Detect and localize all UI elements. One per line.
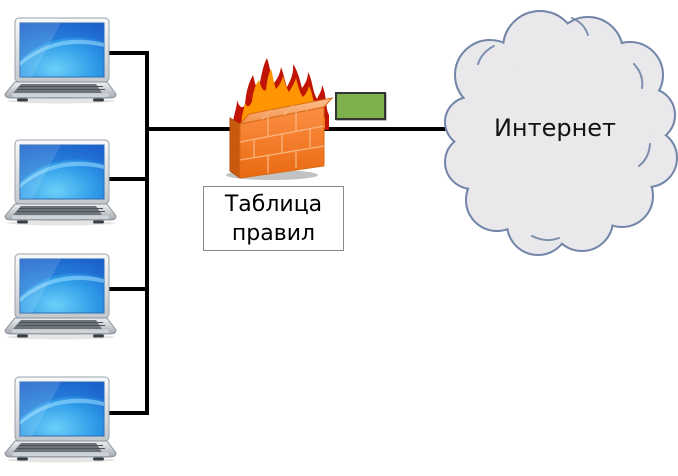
laptop-icon-1	[3, 16, 118, 104]
laptop-3-link	[103, 287, 149, 291]
rules-table-label-line2: правил	[231, 220, 316, 246]
rules-table-label: Таблица правил	[203, 186, 344, 251]
laptop-1-link	[103, 51, 149, 55]
firewall-brick-wall-flames-icon	[222, 54, 334, 180]
laptop-icon-4	[3, 375, 118, 463]
rules-table-label-line1: Таблица	[224, 191, 323, 217]
laptop-2-link	[103, 177, 149, 181]
internet-label: Интернет	[493, 114, 617, 142]
lan-bus-link	[145, 51, 149, 415]
interface-indicator	[335, 92, 386, 120]
laptop-4-link	[103, 411, 149, 415]
laptop-icon-3	[3, 252, 118, 340]
laptop-icon-2	[3, 138, 118, 226]
